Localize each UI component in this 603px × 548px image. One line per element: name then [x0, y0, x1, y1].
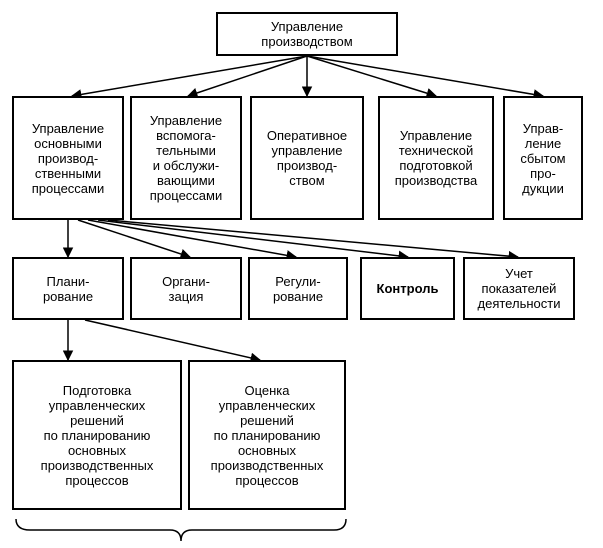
edge-root-main: [70, 55, 308, 100]
node-sales-management: Управ- ление сбытом про- дукции: [503, 96, 583, 220]
edge-root-tech: [306, 55, 438, 99]
edge-main-org: [77, 219, 191, 260]
edge-plan-eval: [84, 319, 262, 364]
bottom-brace: [15, 518, 347, 542]
edge-root-sales: [306, 55, 545, 100]
edge-main-ctrl: [97, 219, 410, 262]
edge-root-aux: [187, 55, 308, 98]
node-regulation: Регули- рование: [248, 257, 348, 320]
node-operational-management: Оперативное управление производ- ством: [250, 96, 364, 220]
node-aux-processes: Управление вспомога- тельными и обслужи-…: [130, 96, 242, 220]
node-planning: Плани- рование: [12, 257, 124, 320]
node-production-management: Управление производством: [216, 12, 398, 56]
edge-main-reg: [87, 219, 298, 261]
node-decision-preparation: Подготовка управленческих решений по пла…: [12, 360, 182, 510]
node-performance-accounting: Учет показателей деятельности: [463, 257, 575, 320]
edge-main-acct: [107, 219, 520, 262]
node-technical-preparation: Управление технической подготовкой произ…: [378, 96, 494, 220]
node-organization: Органи- зация: [130, 257, 242, 320]
node-control: Контроль: [360, 257, 455, 320]
node-decision-evaluation: Оценка управленческих решений по планиро…: [188, 360, 346, 510]
node-main-processes: Управление основными производ- ственными…: [12, 96, 124, 220]
